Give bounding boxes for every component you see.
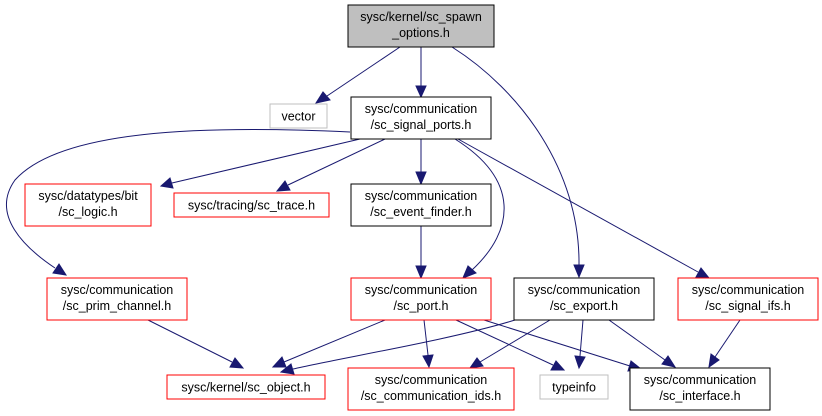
node-typeinfo[interactable]: typeinfo	[539, 374, 609, 400]
node-sc-logic-line1: sysc/datatypes/bit	[38, 189, 138, 203]
edge-signal-ports-to-event-finder	[415, 139, 427, 186]
node-sc-trace-label: sysc/tracing/sc_trace.h	[188, 199, 315, 213]
node-sc-logic-line2: /sc_logic.h	[58, 205, 117, 219]
edge-sc-export-to-comm-ids	[468, 319, 551, 369]
node-sc-event-finder-line1: sysc/communication	[365, 189, 478, 203]
node-sc-signal-ports[interactable]: sysc/communication /sc_signal_ports.h	[350, 96, 492, 140]
node-sc-export-line1: sysc/communication	[528, 283, 641, 297]
node-sc-prim-channel-line1: sysc/communication	[61, 283, 174, 297]
node-sc-export-line2: /sc_export.h	[550, 299, 618, 313]
edge-sc-export-to-typeinfo	[574, 319, 586, 370]
node-sc-interface[interactable]: sysc/communication /sc_interface.h	[629, 367, 771, 411]
edges	[5, 46, 741, 375]
node-vector-label: vector	[281, 110, 315, 124]
node-sc-export[interactable]: sysc/communication /sc_export.h	[513, 277, 655, 321]
node-sc-signal-ifs-line1: sysc/communication	[692, 283, 805, 297]
node-sc-signal-ifs[interactable]: sysc/communication /sc_signal_ifs.h	[677, 277, 819, 321]
edge-signal-ports-to-sc-trace	[275, 138, 386, 192]
node-sc-event-finder-line2: /sc_event_finder.h	[370, 205, 472, 219]
edge-root-to-signal-ports	[415, 47, 427, 99]
node-sc-signal-ports-line2: /sc_signal_ports.h	[371, 118, 472, 132]
edge-signal-ports-to-prim-channel	[5, 128, 351, 276]
node-sc-trace[interactable]: sysc/tracing/sc_trace.h	[173, 192, 330, 218]
edge-root-to-sc-export	[451, 46, 585, 279]
node-sc-object[interactable]: sysc/kernel/sc_object.h	[166, 374, 326, 400]
edge-prim-channel-to-sc-object	[147, 319, 245, 369]
node-sc-port-line1: sysc/communication	[365, 283, 478, 297]
node-sc-signal-ports-line1: sysc/communication	[365, 102, 478, 116]
node-sc-port-line2: /sc_port.h	[394, 299, 449, 313]
node-vector[interactable]: vector	[269, 103, 328, 129]
node-sc-prim-channel-line2: /sc_prim_channel.h	[63, 299, 171, 313]
node-sc-logic[interactable]: sysc/datatypes/bit /sc_logic.h	[24, 183, 152, 227]
edge-sc-export-to-sc-object	[279, 319, 516, 375]
node-sc-port[interactable]: sysc/communication /sc_port.h	[350, 277, 492, 321]
node-sc-communication-ids-line1: sysc/communication	[375, 373, 488, 387]
node-sc-interface-line2: /sc_interface.h	[659, 389, 740, 403]
edge-sc-port-to-typeinfo	[455, 319, 566, 371]
edge-sc-port-to-comm-ids	[422, 319, 434, 369]
node-root-sc-spawn-options: sysc/kernel/sc_spawn _options.h	[347, 4, 495, 48]
node-sc-interface-line1: sysc/communication	[644, 373, 757, 387]
node-sc-object-label: sysc/kernel/sc_object.h	[181, 381, 310, 395]
edge-signal-ports-to-sc-port	[454, 138, 505, 279]
node-sc-signal-ifs-line2: /sc_signal_ifs.h	[705, 299, 791, 313]
node-sc-event-finder[interactable]: sysc/communication /sc_event_finder.h	[350, 183, 492, 227]
edge-event-finder-to-sc-port	[415, 226, 427, 280]
edge-signal-ports-to-signal-ifs	[457, 138, 711, 279]
node-sc-communication-ids[interactable]: sysc/communication /sc_communication_ids…	[347, 367, 515, 411]
node-typeinfo-label: typeinfo	[552, 381, 596, 395]
edge-sc-export-to-sc-interface	[608, 319, 677, 368]
node-sc-communication-ids-line2: /sc_communication_ids.h	[361, 389, 501, 403]
node-root-line1: sysc/kernel/sc_spawn	[360, 10, 482, 24]
edge-signal-ifs-to-sc-interface	[708, 319, 741, 369]
edge-root-to-vector	[314, 46, 401, 104]
edge-signal-ports-to-sc-logic	[159, 138, 361, 189]
edge-sc-port-to-sc-object	[271, 319, 386, 368]
nodes: sysc/kernel/sc_spawn _options.h vector s…	[24, 4, 819, 411]
node-root-line2: _options.h	[391, 26, 450, 40]
node-sc-prim-channel[interactable]: sysc/communication /sc_prim_channel.h	[46, 277, 188, 321]
